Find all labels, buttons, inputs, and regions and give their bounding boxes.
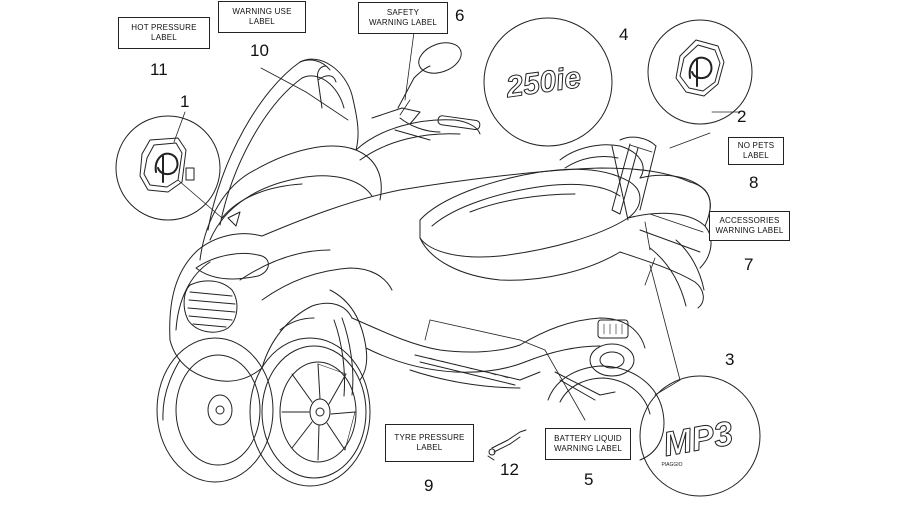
clip-part-12 — [487, 429, 527, 461]
callout-number-1: 1 — [180, 92, 190, 111]
label-box-10: WARNING USE LABEL — [218, 1, 306, 33]
label-box-9: TYRE PRESSURE LABEL — [385, 424, 474, 462]
footboard-rubber — [429, 357, 509, 379]
label-5-line2: WARNING LABEL — [553, 444, 623, 453]
label-6-line2: WARNING LABEL — [368, 18, 438, 27]
label-10-line2: LABEL — [249, 17, 275, 26]
front-grille — [183, 280, 238, 333]
label-7-line1: ACCESSORIES — [719, 216, 780, 225]
label-6-line1: SAFETY — [386, 8, 420, 17]
label-9-line1: TYRE PRESSURE — [394, 433, 465, 442]
badge-decal-2 — [647, 19, 753, 125]
callout-number-7: 7 — [744, 255, 754, 274]
callout-number-4: 4 — [619, 25, 629, 44]
label-5-line1: BATTERY LIQUID — [554, 434, 622, 443]
mp3-logo-text: MP3 — [660, 414, 736, 464]
callout-number-2: 2 — [737, 107, 747, 126]
callout-number-5: 5 — [584, 470, 594, 489]
label-11-line2: LABEL — [151, 33, 177, 42]
label-10-line1: WARNING USE — [232, 7, 292, 16]
front-wheel-right — [249, 317, 371, 487]
label-9-line2: LABEL — [416, 443, 443, 452]
callout-number-10: 10 — [250, 41, 269, 60]
label-box-5: BATTERY LIQUID WARNING LABEL — [545, 428, 631, 460]
front-wheel-left — [156, 337, 274, 483]
seat — [419, 144, 644, 281]
label-7-line2: WARNING LABEL — [715, 226, 784, 235]
model-badge-text: 250ie — [503, 61, 583, 104]
badge-decal-1 — [115, 115, 221, 221]
callout-number-6: 6 — [455, 6, 465, 25]
label-box-11: HOT PRESSURE LABEL — [118, 17, 210, 49]
callout-number-8: 8 — [749, 173, 759, 192]
label-11-line1: HOT PRESSURE — [131, 23, 197, 32]
leader-lines — [173, 31, 741, 421]
rear-wheel — [547, 365, 665, 461]
callout-number-12: 12 — [500, 460, 519, 479]
label-box-6: SAFETY WARNING LABEL — [358, 2, 448, 34]
mp3-brand-text: PIAGGIO — [661, 462, 682, 468]
mp3-decal-3: MP3 PIAGGIO — [639, 375, 761, 497]
label-box-7: ACCESSORIES WARNING LABEL — [709, 211, 790, 241]
model-decal-4: 250ie — [483, 17, 613, 147]
label-box-8: NO PETS LABEL — [728, 137, 784, 165]
callout-number-11: 11 — [150, 60, 168, 79]
callout-number-9: 9 — [424, 476, 434, 495]
callout-number-3: 3 — [725, 350, 735, 369]
scooter-outline — [169, 42, 712, 401]
label-8-line1: NO PETS — [737, 141, 775, 150]
label-8-line2: LABEL — [743, 151, 769, 160]
